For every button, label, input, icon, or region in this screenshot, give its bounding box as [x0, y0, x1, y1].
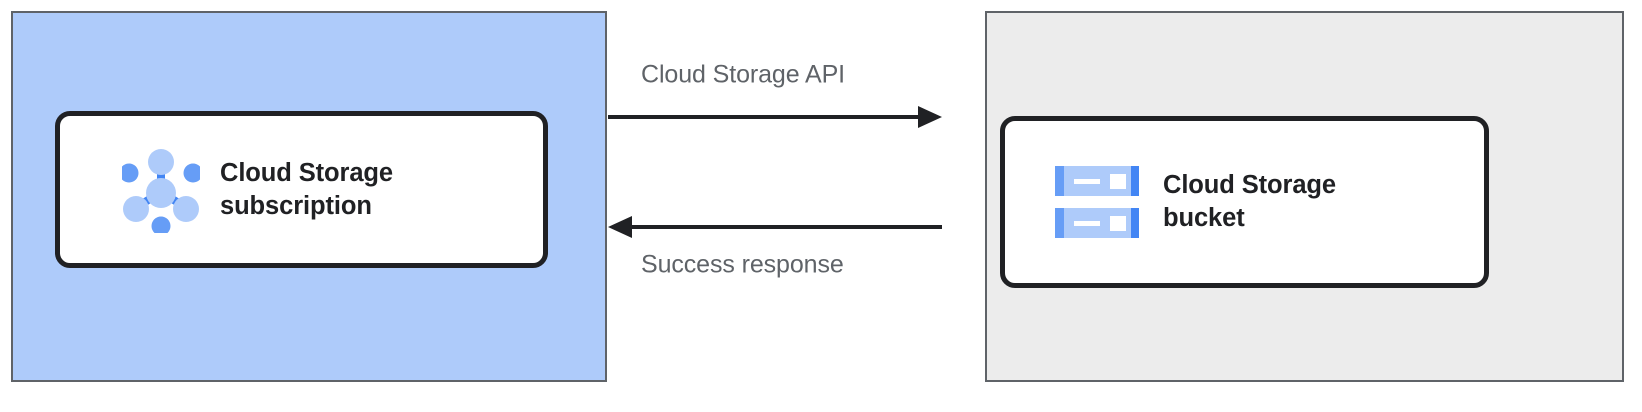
request-arrow-label: Cloud Storage API: [641, 60, 845, 89]
request-arrow: [608, 104, 942, 130]
cloud-storage-bucket-icon: [1055, 166, 1139, 238]
cloud-storage-subscription-icon: [122, 147, 200, 233]
cloud-storage-bucket-node[interactable]: Cloud Storage bucket: [1000, 116, 1489, 288]
cloud-storage-bucket-label: Cloud Storage bucket: [1163, 171, 1336, 232]
cloud-storage-subscription-label: Cloud Storage subscription: [220, 158, 393, 220]
response-arrow: [608, 214, 942, 240]
response-arrow-label: Success response: [641, 250, 844, 279]
cloud-storage-subscription-node[interactable]: Cloud Storage subscription: [55, 111, 548, 268]
